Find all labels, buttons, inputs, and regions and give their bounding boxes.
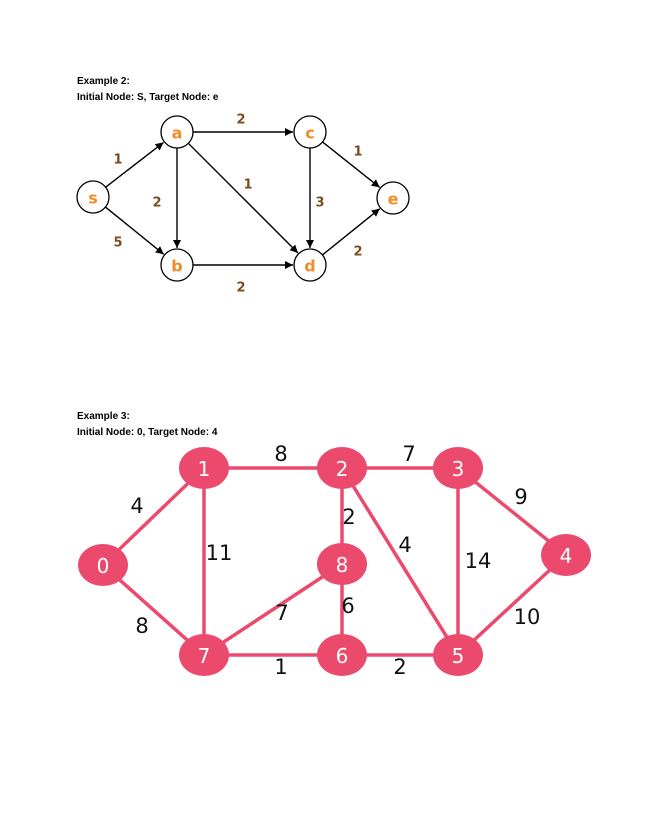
node-d: [293, 248, 327, 282]
node-a: [160, 115, 194, 149]
edge-weight-0-1: 4: [130, 494, 143, 518]
node-7: [179, 634, 229, 676]
node-e: [376, 181, 410, 215]
edge-weight-1-7: 11: [206, 541, 233, 565]
node-label-a: a: [172, 124, 183, 143]
node-3: [433, 447, 483, 489]
node-6: [317, 634, 367, 676]
edge-weight-s-b: 5: [113, 236, 122, 251]
node-b: [160, 248, 194, 282]
node-label-0: 0: [97, 554, 110, 578]
node-label-2: 2: [336, 457, 349, 481]
edge-weight-6-7: 1: [274, 655, 287, 679]
edge-weight-3-5: 14: [465, 549, 492, 573]
example-2-directed-graph: 1 5 2 2 1 2 3 1 2 s a b c d e: [76, 113, 410, 296]
edge-weight-a-c: 2: [236, 113, 245, 128]
edge-weight-4-5: 10: [514, 605, 541, 629]
node-c: [293, 115, 327, 149]
node-label-5: 5: [452, 644, 465, 668]
edge-weight-2-3: 7: [402, 442, 415, 466]
edge-7-8: [203, 562, 343, 657]
edge-weight-s-a: 1: [113, 153, 122, 168]
node-8: [317, 543, 367, 585]
node-label-4: 4: [560, 544, 573, 568]
node-5: [433, 634, 483, 676]
node-label-6: 6: [336, 644, 349, 668]
edge-s-a: [105, 141, 164, 188]
node-label-s: s: [88, 189, 98, 208]
edge-weight-2-5: 4: [398, 533, 411, 557]
node-label-e: e: [388, 190, 399, 209]
edge-weight-b-d: 2: [236, 281, 245, 296]
edge-a-d: [187, 142, 299, 254]
edge-weight-5-6: 2: [393, 655, 406, 679]
node-2: [317, 447, 367, 489]
node-s: [76, 180, 110, 214]
node-label-b: b: [171, 257, 182, 276]
node-label-d: d: [304, 257, 315, 276]
example-3-title: Example 3:: [77, 411, 130, 422]
edge-4-5: [456, 553, 568, 657]
node-label-8: 8: [336, 553, 349, 577]
node-0: [78, 544, 128, 586]
edge-weight-7-8: 7: [275, 601, 288, 625]
example-2-subtitle: Initial Node: S, Target Node: e: [77, 92, 219, 103]
edge-s-b: [104, 206, 165, 255]
edge-d-e: [322, 208, 381, 256]
edge-weight-c-d: 3: [315, 196, 324, 211]
node-label-3: 3: [452, 457, 465, 481]
node-label-1: 1: [198, 457, 211, 481]
example-2-title: Example 2:: [77, 76, 130, 87]
edge-weight-c-e: 1: [353, 145, 362, 160]
edge-weight-a-d: 1: [243, 178, 252, 193]
edge-weight-0-7: 8: [135, 614, 148, 638]
node-label-c: c: [305, 124, 314, 143]
edge-weight-2-8: 2: [342, 505, 355, 529]
edge-weight-3-4: 9: [514, 485, 527, 509]
node-4: [541, 534, 591, 576]
edge-c-e: [322, 141, 381, 188]
edge-weight-a-b: 2: [152, 196, 161, 211]
edge-2-5: [340, 467, 460, 656]
edge-weight-6-8: 6: [341, 594, 354, 618]
example-3-subtitle: Initial Node: 0, Target Node: 4: [77, 427, 218, 438]
node-label-7: 7: [198, 644, 211, 668]
edge-weight-d-e: 2: [353, 245, 362, 260]
edge-0-1: [101, 466, 206, 567]
edge-weight-1-2: 8: [274, 442, 287, 466]
node-1: [179, 447, 229, 489]
